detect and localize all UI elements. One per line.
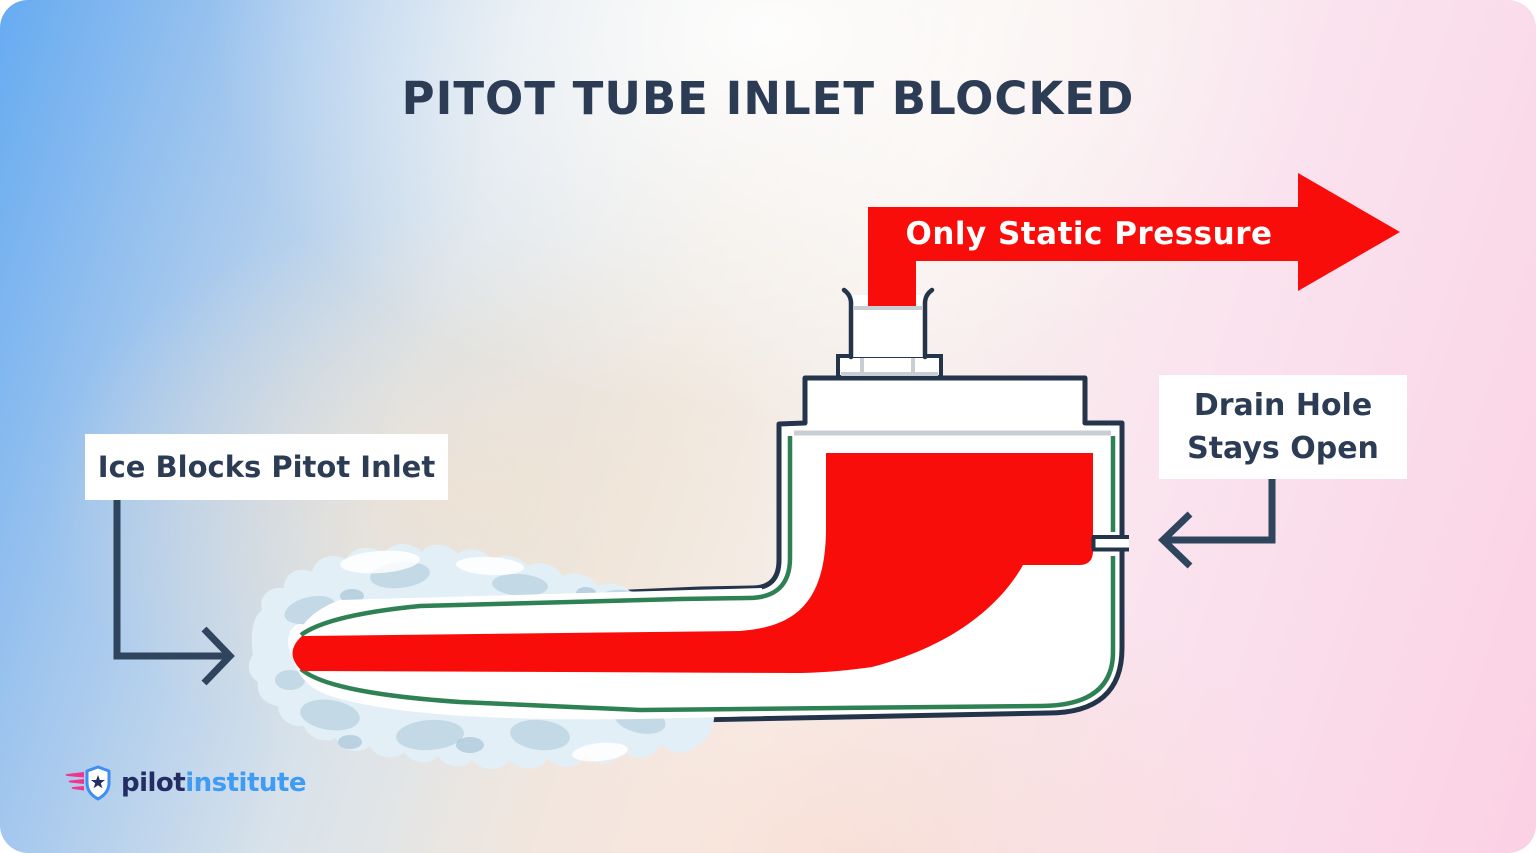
drain-pointer-arrow (1157, 479, 1276, 569)
ice-pointer-arrow (113, 500, 235, 686)
logo-word-pilot: pilot (121, 768, 186, 798)
drain-hole (1091, 535, 1129, 552)
drain-hole-label-line1: Drain Hole (1193, 387, 1373, 423)
page-title: PITOT TUBE INLET BLOCKED (401, 72, 1135, 125)
trapped-pressure-fill (292, 453, 1093, 673)
drain-hole-label: Drain Hole Stays Open (1159, 375, 1407, 479)
pilot-institute-wordmark: pilotinstitute (121, 768, 306, 798)
ice-blocks-label: Ice Blocks Pitot Inlet (85, 434, 448, 500)
ice-blocks-label-text: Ice Blocks Pitot Inlet (97, 450, 436, 484)
drain-hole-label-line2: Stays Open (1187, 431, 1379, 466)
star-icon (91, 775, 105, 789)
pilot-institute-shield-icon (65, 765, 111, 801)
green-liner (299, 436, 1116, 713)
pilot-institute-logo: pilotinstitute (62, 762, 306, 804)
logo-word-institute: institute (185, 768, 306, 798)
static-pressure-arrow-label: Only Static Pressure (905, 216, 1273, 252)
static-pressure-arrow (868, 173, 1400, 306)
